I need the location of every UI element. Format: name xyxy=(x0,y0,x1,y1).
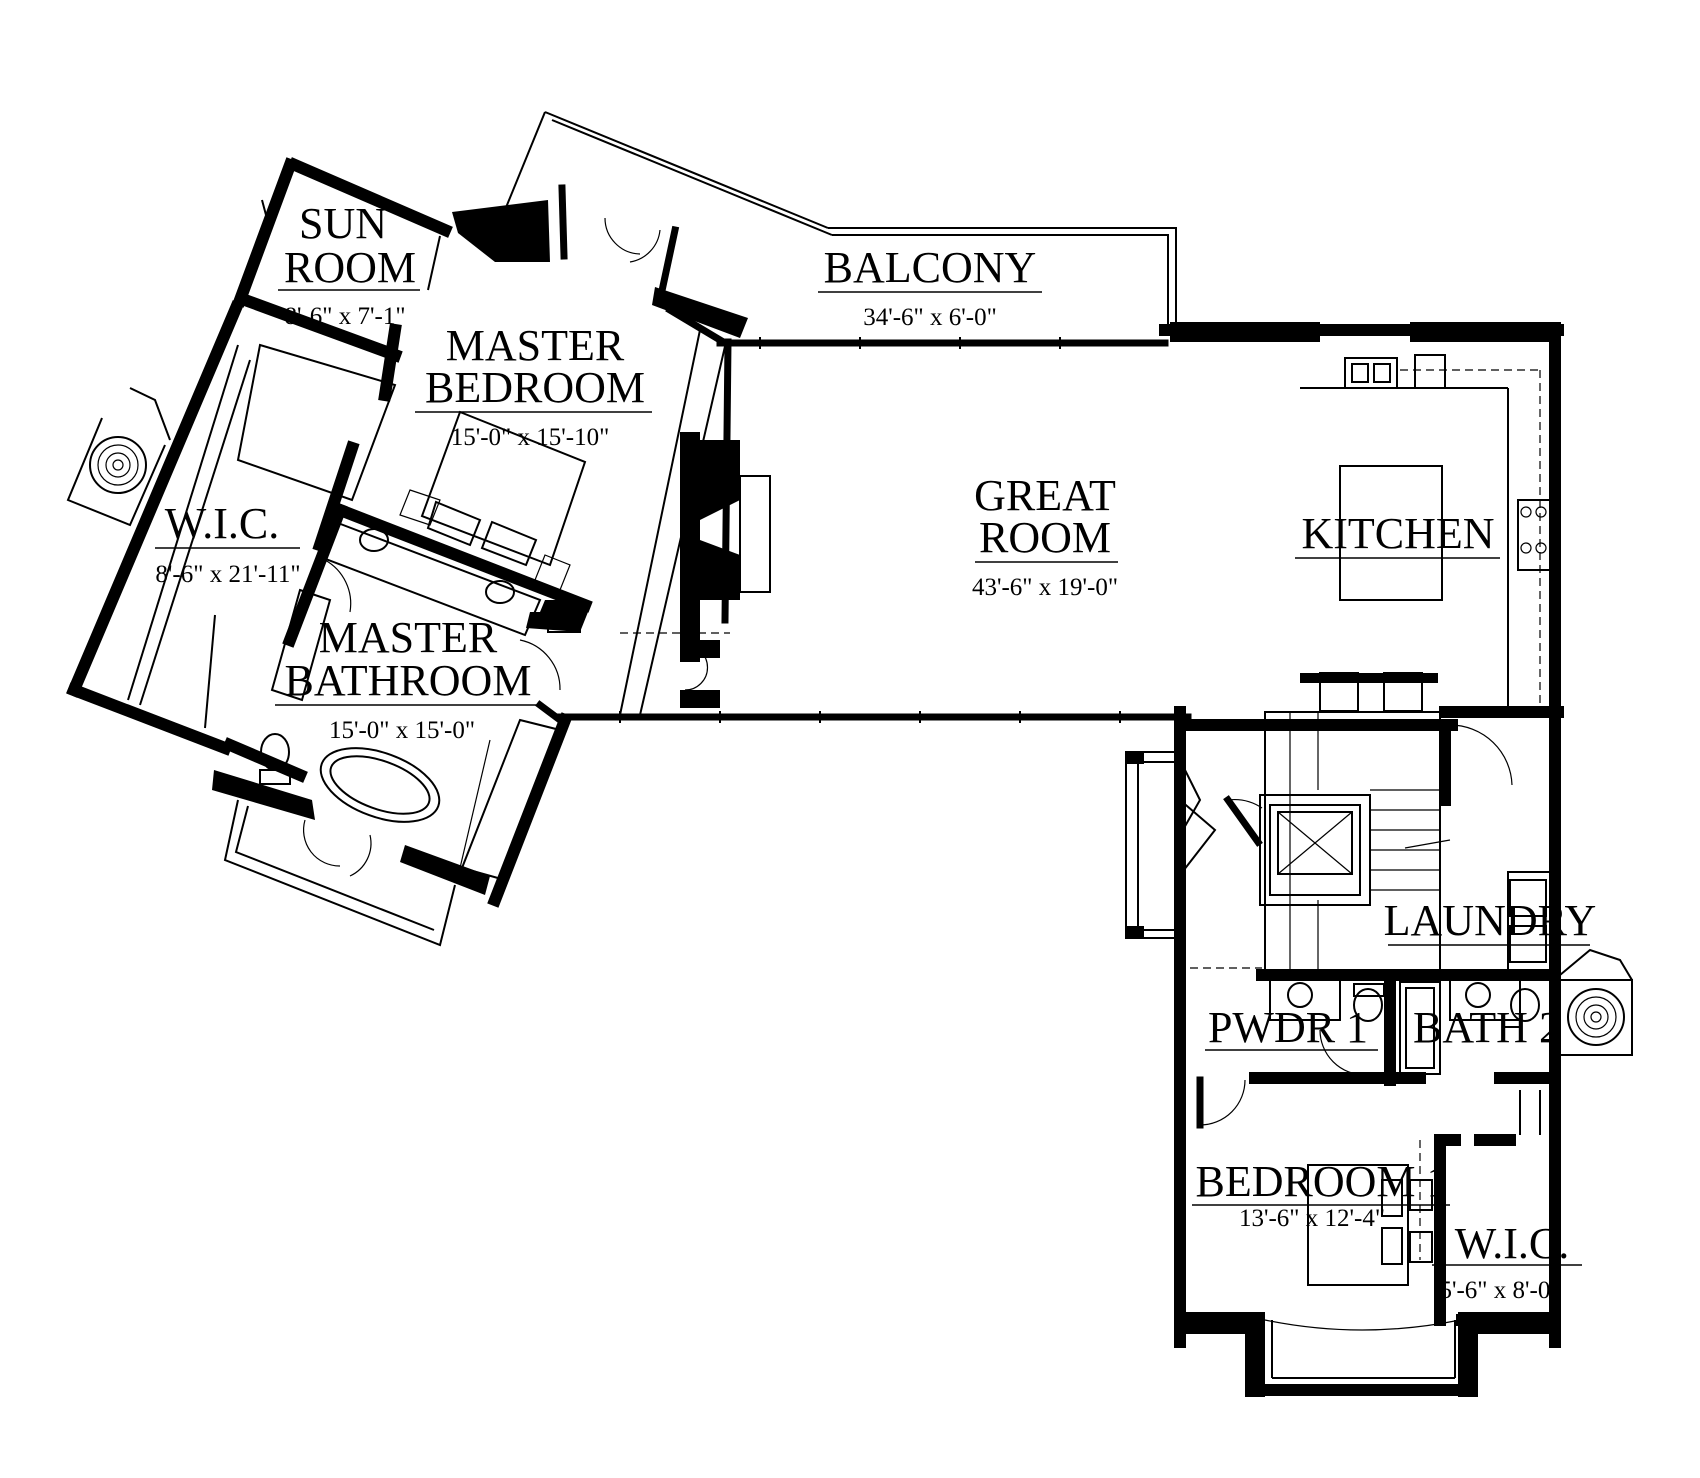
room-labels: SUN ROOM 8'-6" x 7'-1" MASTER BEDROOM 15… xyxy=(155,199,1596,1304)
pwdr-fixtures xyxy=(1269,979,1385,1022)
sun-room-dim: 8'-6" x 7'-1" xyxy=(284,303,405,330)
fan-icon xyxy=(66,387,171,527)
kitchen-fixtures xyxy=(1300,354,1551,712)
great-room-label: GREAT xyxy=(974,471,1116,520)
kitchen-label: KITCHEN xyxy=(1301,509,1494,558)
toilet-icon xyxy=(1353,988,1383,1022)
kitchen-island xyxy=(1339,465,1443,601)
master-bathroom-label-2: BATHROOM xyxy=(285,656,532,705)
sink-icon xyxy=(1465,982,1491,1008)
bathtub-icon xyxy=(319,747,441,823)
elevator-icon xyxy=(1223,794,1371,906)
sink-icon xyxy=(1287,982,1313,1008)
bath2-fixtures xyxy=(1399,979,1540,1075)
fan-icon xyxy=(1559,948,1633,1056)
great-room-label-2: ROOM xyxy=(979,513,1111,562)
toilet-icon xyxy=(259,733,291,785)
master-bedroom-label: MASTER xyxy=(446,321,625,370)
balcony-dim: 34'-6" x 6'-0" xyxy=(863,304,997,331)
balcony-label: BALCONY xyxy=(824,243,1037,292)
toilet-icon xyxy=(1510,988,1540,1022)
right-wing-walls xyxy=(1125,706,1633,1397)
fireplace-icon xyxy=(620,432,771,708)
sun-room-label-2: ROOM xyxy=(284,243,416,292)
sun-room-label: SUN xyxy=(299,199,387,248)
wic-master-dim: 8'-6" x 21'-11" xyxy=(155,561,300,588)
master-bathroom-dim: 15'-0" x 15'-0" xyxy=(329,717,475,744)
sink-icon xyxy=(1344,357,1398,389)
sink-icon xyxy=(485,580,515,604)
wic-bedroom-dim: 5'-6" x 8'-0" xyxy=(1439,1277,1560,1304)
master-bathroom-label: MASTER xyxy=(319,613,498,662)
laundry-label: LAUNDRY xyxy=(1384,896,1597,945)
wic-master-label: W.I.C. xyxy=(165,499,280,548)
range-icon xyxy=(1517,499,1551,571)
master-wing-walls xyxy=(66,157,748,947)
bed-icon xyxy=(1307,1164,1433,1286)
bath2-label: BATH 2 xyxy=(1413,1003,1561,1052)
wic-bedroom-label: W.I.C. xyxy=(1455,1219,1570,1268)
bedroom1-dim: 13'-6" x 12'-4" xyxy=(1239,1205,1385,1232)
master-bedroom-label-2: BEDROOM xyxy=(425,363,645,412)
bed-icon xyxy=(399,410,587,591)
vanity xyxy=(270,518,542,702)
pwdr1-label: PWDR 1 xyxy=(1208,1003,1368,1052)
great-room-walls xyxy=(556,322,1564,1348)
master-bedroom-dim: 15'-0" x 15'-10" xyxy=(451,424,610,451)
great-room-dim: 43'-6" x 19'-0" xyxy=(972,574,1118,601)
bedroom1-label: BEDROOM 1 xyxy=(1195,1157,1448,1206)
sink-icon xyxy=(359,528,389,552)
balcony-outline xyxy=(504,111,1177,348)
